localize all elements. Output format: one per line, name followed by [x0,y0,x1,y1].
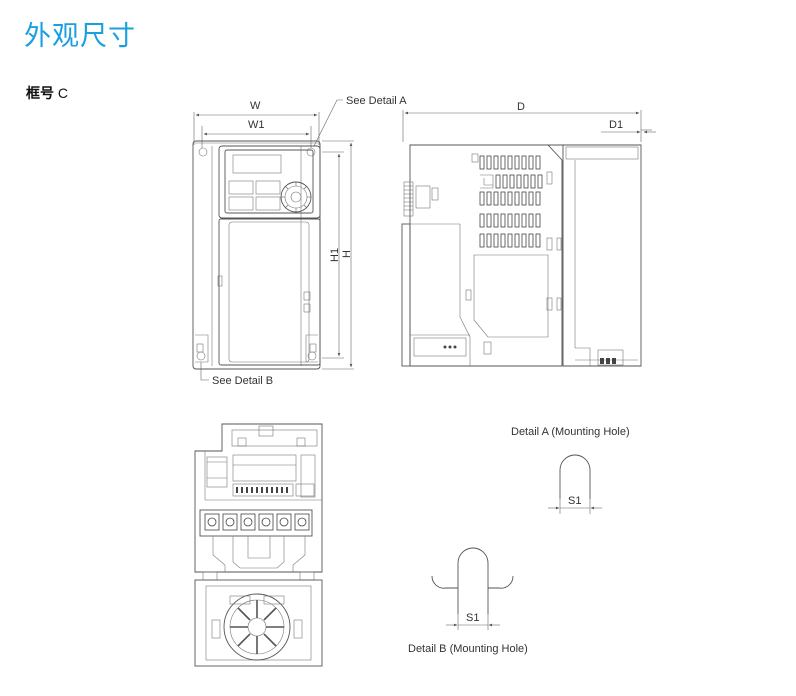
dim-h1-label: H1 [329,248,341,262]
frame-label: 框号 C [26,83,68,103]
dim-w1-label: W1 [248,119,265,131]
detail-a-s1-label: S1 [568,495,581,507]
dim-h-label: H [341,250,353,258]
front-view: W W1 See Detail A [192,95,407,387]
detail-b-caption: Detail B (Mounting Hole) [408,643,528,655]
frame-label-bold: 框号 [26,85,54,101]
bottom-view [194,423,323,667]
dim-d1-label: D1 [609,119,623,131]
detail-b: S1 Detail B (Mounting Hole) [408,547,528,655]
frame-label-code: C [57,85,69,101]
detail-a: Detail A (Mounting Hole) S1 [511,426,630,514]
detail-a-caption: Detail A (Mounting Hole) [511,426,630,438]
callout-see-detail-a: See Detail A [346,95,407,107]
callout-see-detail-b: See Detail B [212,375,273,387]
side-view: D D1 [401,101,656,367]
dim-w-label: W [250,100,261,112]
dim-d-label: D [517,101,525,113]
detail-b-s1-label: S1 [466,612,479,624]
page-title: 外观尺寸 [24,21,136,52]
